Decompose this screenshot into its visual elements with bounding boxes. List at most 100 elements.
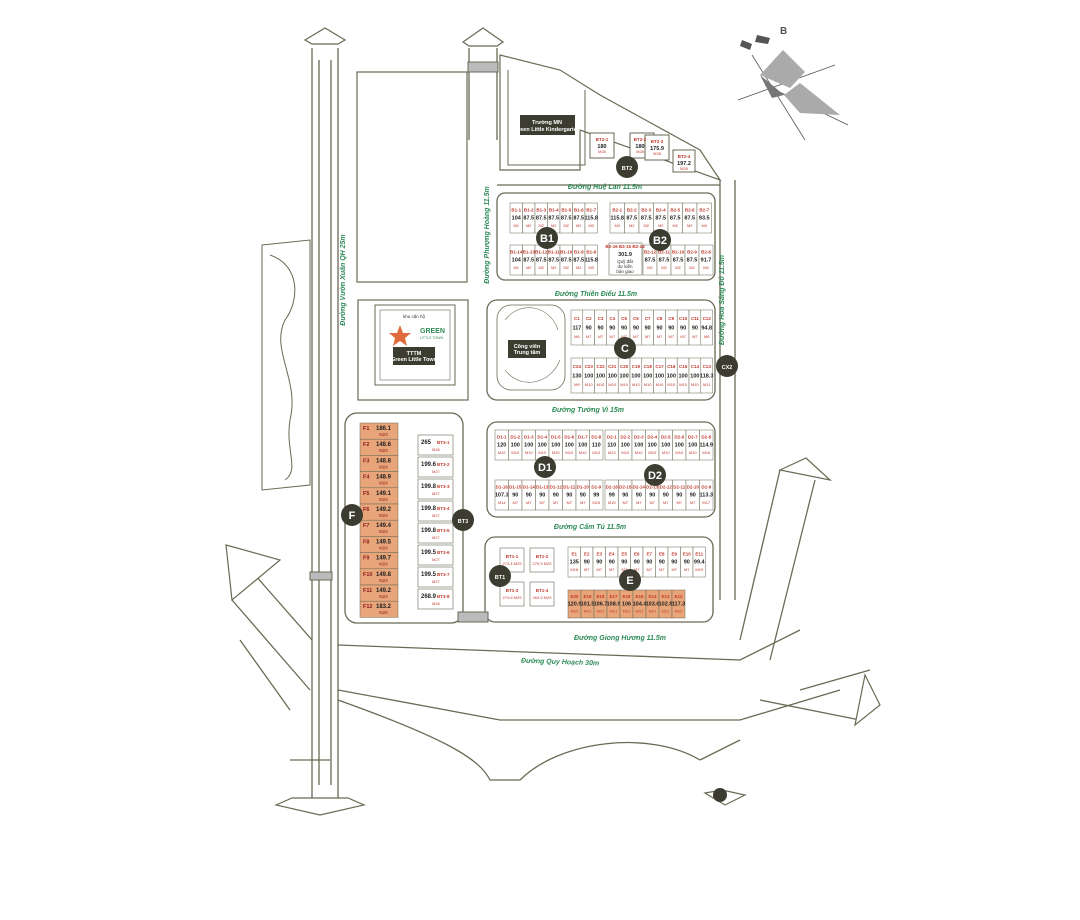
lot-code: BT1-3 [506,588,519,593]
lot-type: M24 [379,497,388,502]
lot-area: 90 [684,560,690,566]
lot-code: E2 [584,551,590,556]
lot-type: M11 [703,382,711,387]
lot-area: 120.9 [568,601,582,607]
star-logo-icon [389,325,411,346]
lot-area: 90 [668,325,674,331]
lot-area: 199.5 [421,572,437,578]
lot-code: F5 [363,491,369,497]
lot-type: M24 [379,513,388,518]
svg-text:Quỹ đất: Quỹ đất [617,259,634,264]
lot-area: 268.9 [421,594,437,600]
lot-type: M24 [379,448,388,453]
lot-type: M3 [614,223,620,228]
block-badge-bt3 [452,509,474,531]
lot-area: 94.8 [701,325,712,331]
road-label-hoa-sang-do: Đường Hoa Sáng Đỏ 11.5m [719,255,726,345]
lot-type: M2 [563,265,569,270]
lot-type: M7 [526,500,532,505]
lot: B2-687.5M2 [682,202,698,234]
lot-code: D1-8 [591,434,601,439]
lot-area: 90 [553,493,559,499]
lot-area: 199.8 [421,484,437,490]
lot-area: 87.5 [684,216,695,222]
lot-code: D2-2 [620,434,630,439]
lot-area: 87.5 [523,216,534,222]
lot-type: M10 [691,382,700,387]
lot-type: M7 [580,500,586,505]
green-park-strip [261,239,311,491]
lot-type: M7 [610,334,616,339]
lot-code: C13 [703,364,712,369]
lot-type: M18 [570,567,579,572]
lot-type: M2 [675,265,681,270]
lot-type: M4 [701,223,707,228]
lot-code: B2-9 [687,249,697,254]
lot-area: 100 [538,443,547,449]
lot-code: D2-15 [619,484,632,489]
lot-code: F9 [363,556,369,562]
lot-code: D1-3 [524,434,534,439]
block-badge-cx2 [716,355,738,377]
lot-code: C20 [620,364,629,369]
lot-code: F12 [363,604,372,610]
lot-code: D2-12 [660,484,673,489]
lot-code: B2-10 [672,249,685,254]
lot-area: 100 [679,373,688,379]
lot-type: M23 [379,432,388,437]
lot-area: 90 [671,560,677,566]
block-badge-b2 [649,229,671,251]
lot-code: F3 [363,458,369,464]
lot-code: B2-3 [641,207,651,212]
lot-code: B2-12 [644,249,657,254]
block-b1-b2: B1-1104M1B1-287.5M2B1-387.5M2B1-487.5M2B… [496,192,716,281]
block-badge-bt1 [489,565,511,587]
road-label-phuong-hoang: Đường Phượng Hoàng 11.5m [484,186,491,283]
lot-code: BT1-2 [536,554,549,559]
lot-code: BT3-5 [437,528,450,533]
road-network [231,48,871,800]
lot-code: C21 [608,364,617,369]
lot-type: M7 [680,334,686,339]
lot-area: 114.9 [700,443,713,449]
lot-type: M10 [608,382,617,387]
lot-code: B1-13 [523,249,536,254]
lot-code: B1-11 [548,249,561,254]
lot-area: 90 [622,493,628,499]
lot: B1-487.5M2 [547,202,561,234]
lot-code: D1-1 [497,434,507,439]
block-d1-d2: D1-1120M12D1-2100M10D1-3100M10D1-4100M10… [486,421,716,518]
road-label-tuong-vi: Đường Tường Vi 15m [552,407,624,414]
lot-area: 279.5 M29 [533,561,553,566]
svg-text:BT2-2: BT2-2 [634,137,647,142]
gate-icon [309,571,333,581]
lot-area: 90 [659,560,665,566]
lot-code: C23 [585,364,594,369]
lot-type: M21 [610,608,619,613]
lot-area: 87.5 [655,216,666,222]
lot: B1-587.5M2 [559,202,573,234]
lot-code: C10 [679,316,688,321]
lot-type: M7 [621,567,627,572]
svg-text:BT2-1: BT2-1 [596,137,609,142]
road-label-quy-hoach: Đường Quy Hoạch 30m [521,658,599,668]
lot-type: M2 [689,265,695,270]
lot: B2-487.5M2 [653,202,669,234]
lot-area: 90 [621,325,627,331]
